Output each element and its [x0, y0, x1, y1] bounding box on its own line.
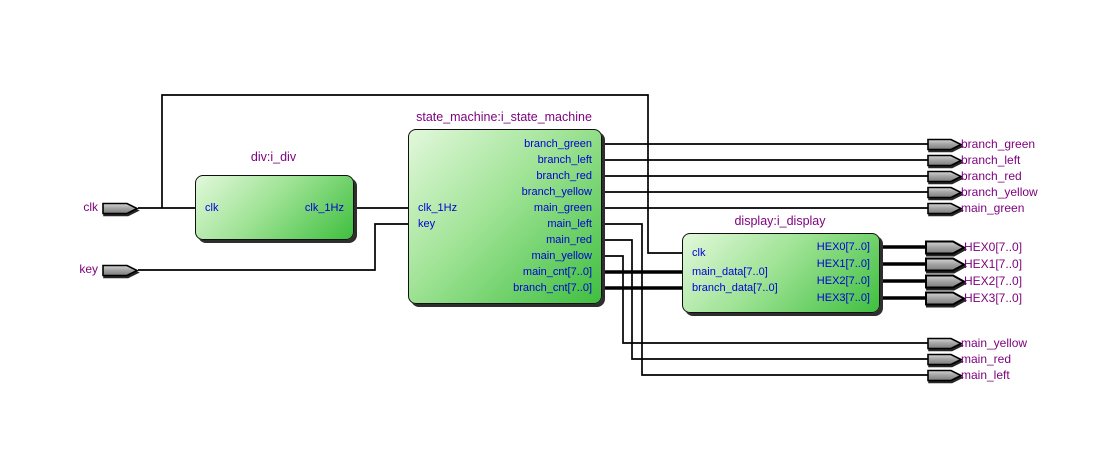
wire-main-red [599, 239, 928, 360]
port-display-hex2: HEX2[7..0] [816, 275, 870, 287]
block-display[interactable]: clk main_data[7..0] branch_data[7..0] HE… [682, 233, 880, 313]
pin-arrow-icon [925, 291, 966, 306]
pin-arrow-icon [927, 186, 963, 199]
pin-arrow-icon [927, 202, 963, 215]
port-sm-key: key [418, 218, 436, 230]
port-display-hex0: HEX0[7..0] [816, 241, 870, 253]
output-pin-hex3[interactable] [925, 291, 966, 306]
input-pin-key[interactable] [102, 264, 139, 277]
port-display-main-data: main_data[7..0] [692, 266, 768, 278]
pin-arrow-icon [927, 337, 963, 350]
port-sm-branch-cnt: branch_cnt[7..0] [513, 282, 592, 294]
pin-label: main_red [961, 352, 1012, 366]
pin-label: branch_red [961, 169, 1022, 183]
pin-arrow-icon [102, 202, 139, 215]
block-title: div:i_div [250, 150, 297, 164]
pin-label: HEX2[7..0] [964, 274, 1023, 288]
pin-label: main_green [961, 201, 1025, 215]
wire-main-yellow [599, 255, 928, 344]
port-sm-branch-green: branch_green [524, 138, 592, 150]
port-sm-main-red: main_red [546, 234, 592, 246]
pin-arrow-icon [925, 240, 966, 255]
port-display-hex1: HEX1[7..0] [816, 258, 870, 270]
pin-label: HEX0[7..0] [964, 240, 1023, 254]
port-div-clk-1hz: clk_1Hz [304, 202, 344, 214]
pin-label: branch_yellow [961, 185, 1038, 199]
output-pin-hex0[interactable] [925, 240, 966, 255]
output-pin-branch-green[interactable] [927, 138, 963, 151]
pin-label: branch_green [961, 137, 1036, 151]
pin-label: HEX1[7..0] [964, 257, 1023, 271]
output-pin-main-yellow[interactable] [927, 337, 963, 350]
pin-arrow-icon [925, 274, 966, 289]
wire-main-left [599, 223, 928, 376]
pin-label: HEX3[7..0] [964, 291, 1023, 305]
pin-label: main_left [961, 368, 1010, 382]
output-pin-branch-left[interactable] [927, 154, 963, 167]
output-pin-branch-yellow[interactable] [927, 186, 963, 199]
pin-arrow-icon [927, 138, 963, 151]
output-pin-main-green[interactable] [927, 202, 963, 215]
output-pin-main-red[interactable] [927, 353, 963, 366]
block-title: display:i_display [734, 214, 826, 228]
port-display-branch-data: branch_data[7..0] [692, 282, 778, 294]
block-title: state_machine:i_state_machine [416, 110, 592, 124]
block-state-machine[interactable]: clk_1Hz key branch_green branch_left bra… [408, 129, 602, 304]
output-pin-main-left[interactable] [927, 369, 963, 382]
port-sm-main-cnt: main_cnt[7..0] [522, 266, 592, 278]
pin-arrow-icon [102, 264, 139, 277]
block-div[interactable]: clk clk_1Hz [195, 175, 354, 240]
pin-arrow-icon [927, 369, 963, 382]
output-pin-hex1[interactable] [925, 257, 966, 272]
port-sm-branch-left: branch_left [537, 154, 592, 166]
pin-arrow-icon [927, 154, 963, 167]
port-display-clk: clk [692, 247, 706, 259]
port-sm-main-green: main_green [533, 202, 592, 214]
port-sm-main-left: main_left [547, 218, 592, 230]
port-sm-branch-red: branch_red [536, 170, 592, 182]
pin-arrow-icon [927, 353, 963, 366]
pin-label: key [79, 262, 98, 276]
pin-arrow-icon [927, 170, 963, 183]
output-pin-hex2[interactable] [925, 274, 966, 289]
port-sm-main-yellow: main_yellow [531, 250, 592, 262]
port-sm-clk-1hz: clk_1Hz [418, 202, 458, 214]
pin-label: main_yellow [961, 336, 1028, 350]
wire-clk-to-display [161, 94, 683, 254]
port-display-hex3: HEX3[7..0] [816, 292, 870, 304]
port-sm-branch-yellow: branch_yellow [521, 186, 592, 198]
output-pin-branch-red[interactable] [927, 170, 963, 183]
input-pin-clk[interactable] [102, 202, 139, 215]
pin-label: branch_left [961, 153, 1021, 167]
wire-key [138, 223, 409, 271]
port-div-clk: clk [205, 202, 219, 214]
pin-label: clk [83, 200, 98, 214]
pin-arrow-icon [925, 257, 966, 272]
